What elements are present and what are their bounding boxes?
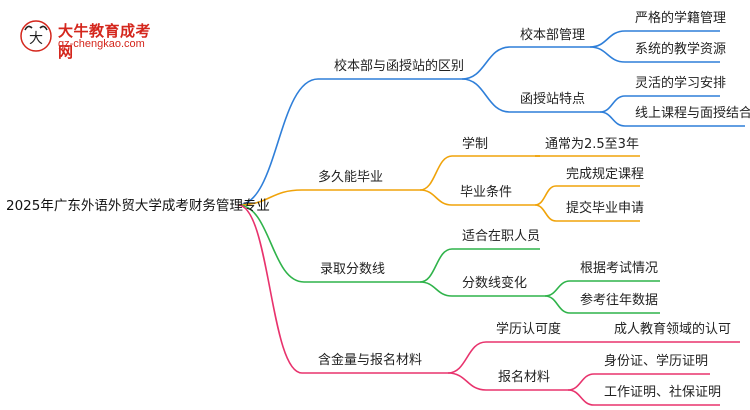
branch-value: 含金量与报名材料 [318,353,423,368]
leaf-strict-status: 严格的学籍管理 [635,11,727,26]
leaf-years: 通常为2.5至3年 [545,137,639,152]
leaf-online-offline: 线上课程与面授结合 [635,106,750,121]
connector-child-leaf [567,373,595,391]
leaf-work-social: 工作证明、社保证明 [604,385,722,400]
connector-branch-child [419,189,453,206]
connector-child-leaf [544,295,571,314]
connector-root-branch [237,204,305,283]
node-recognition: 学历认可度 [496,322,562,337]
root-node: 2025年广东外语外贸大学成考财务管理专业 [6,198,270,214]
leaf-teaching-resources: 系统的教学资源 [635,42,727,57]
node-working-adults: 适合在职人员 [462,229,541,244]
connector-root-branch [237,189,303,206]
connector-child-leaf [589,30,626,48]
connector-branch-child [419,155,453,191]
branch-graduation: 多久能毕业 [318,170,384,185]
leaf-complete-courses: 完成规定课程 [566,167,645,182]
connector-branch-child [461,46,511,80]
brand-logo: 大 大牛教育成考网 gz-chengkao.com [18,18,158,61]
node-duration: 学制 [462,137,489,152]
connector-root-branch [237,204,303,374]
connector-branch-child [461,78,511,113]
leaf-id-diploma: 身份证、学历证明 [604,354,709,369]
logo-title: 大牛教育成考网 [58,23,152,61]
connector-branch-child [419,248,453,283]
svg-text:大: 大 [29,31,43,47]
node-graduation-conditions: 毕业条件 [460,185,513,200]
leaf-apply-graduation: 提交毕业申请 [566,201,645,216]
connector-child-leaf [567,389,595,406]
connector-child-leaf [544,280,571,297]
connector-branch-child [447,341,487,374]
leaf-flexible-schedule: 灵活的学习安排 [635,76,727,91]
node-score-change: 分数线变化 [462,276,528,291]
bull-logo-icon: 大 [20,20,52,52]
branch-admission: 录取分数线 [320,262,386,277]
connector-branch-child [419,281,453,297]
node-station-features: 函授站特点 [520,92,586,107]
connector-child-leaf [599,95,626,113]
leaf-past-data: 参考往年数据 [580,293,659,308]
connector-child-leaf [534,204,557,222]
connector-root-branch [237,78,319,206]
node-campus-management: 校本部管理 [520,28,586,43]
connector-branch-child [447,372,487,391]
leaf-adult-education: 成人教育领域的认可 [614,322,732,337]
logo-url: gz-chengkao.com [58,38,145,50]
connector-child-leaf [534,185,557,206]
connector-child-leaf [589,46,626,63]
leaf-exam-conditions: 根据考试情况 [580,261,659,276]
node-materials: 报名材料 [498,370,551,385]
branch-difference: 校本部与函授站的区别 [334,59,465,74]
connector-child-leaf [599,111,626,127]
